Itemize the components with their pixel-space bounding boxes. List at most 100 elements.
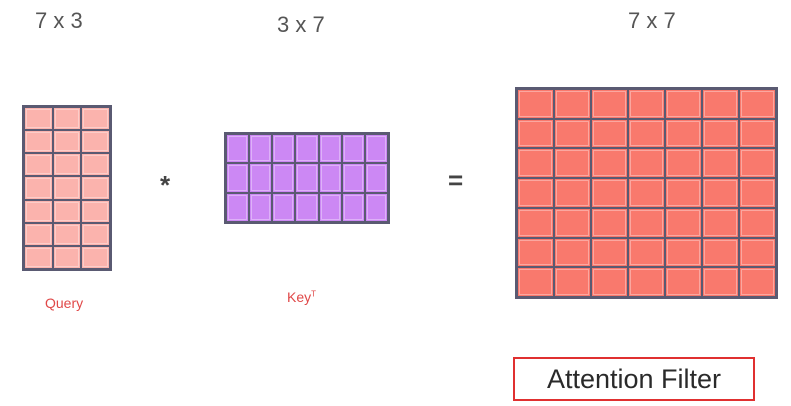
attention-cell — [628, 148, 665, 179]
key-cell — [249, 134, 273, 164]
query-cell — [52, 222, 82, 246]
attention-cell — [702, 237, 739, 268]
attention-cell — [665, 148, 702, 179]
key-cell — [341, 163, 365, 193]
attention-cell — [591, 237, 628, 268]
attention-filter-caption: Attention Filter — [513, 357, 755, 401]
query-cell — [52, 245, 82, 269]
key-cell — [226, 134, 250, 164]
attention-cell — [665, 207, 702, 238]
query-cell — [52, 199, 82, 223]
attention-cell — [517, 89, 554, 119]
key-cell — [341, 192, 365, 222]
key-cell — [295, 192, 319, 222]
attention-cell — [554, 237, 591, 268]
multiply-operator: * — [160, 170, 171, 200]
attention-cell — [702, 178, 739, 208]
key-transpose-label: KeyT — [287, 289, 316, 305]
query-cell — [52, 176, 82, 200]
attention-cell — [628, 267, 665, 297]
key-cell — [272, 134, 296, 164]
query-cell — [24, 199, 53, 223]
key-transpose-matrix — [224, 132, 390, 224]
query-cell — [81, 222, 110, 246]
attention-cell — [739, 148, 776, 179]
attention-cell — [739, 89, 776, 119]
attention-cell — [739, 207, 776, 238]
key-dimension-label: 3 x 7 — [277, 12, 325, 37]
query-cell — [81, 130, 110, 154]
key-cell — [272, 163, 296, 193]
attention-cell — [628, 207, 665, 238]
caption-text: Attention Filter — [546, 363, 722, 394]
query-cell — [81, 199, 110, 223]
attention-cell — [517, 178, 554, 208]
attention-cell — [702, 118, 739, 149]
attention-cell — [665, 267, 702, 297]
attention-cell — [517, 207, 554, 238]
attention-cell — [591, 118, 628, 149]
attention-cell — [665, 89, 702, 119]
key-cell — [226, 163, 250, 193]
query-matrix — [22, 105, 112, 271]
attention-cell — [739, 267, 776, 297]
attention-cell — [591, 207, 628, 238]
key-cell — [272, 192, 296, 222]
key-cell — [226, 192, 250, 222]
attention-cell — [665, 118, 702, 149]
attention-cell — [628, 178, 665, 208]
key-cell — [249, 192, 273, 222]
query-cell — [52, 107, 82, 131]
attention-cell — [591, 178, 628, 208]
attention-matrix — [515, 87, 778, 299]
attention-cell — [517, 237, 554, 268]
attention-cell — [665, 237, 702, 268]
attention-cell — [739, 237, 776, 268]
attention-cell — [554, 148, 591, 179]
attention-cell — [739, 178, 776, 208]
attention-cell — [517, 267, 554, 297]
query-cell — [24, 245, 53, 269]
query-cell — [24, 130, 53, 154]
attention-cell — [591, 148, 628, 179]
attention-cell — [628, 118, 665, 149]
attention-cell — [591, 267, 628, 297]
attention-cell — [517, 118, 554, 149]
query-dimension-label: 7 x 3 — [35, 8, 83, 33]
query-cell — [24, 153, 53, 177]
result-dimension-label: 7 x 7 — [628, 8, 676, 33]
attention-cell — [554, 118, 591, 149]
key-cell — [341, 134, 365, 164]
key-cell — [295, 163, 319, 193]
query-cell — [52, 130, 82, 154]
attention-cell — [702, 207, 739, 238]
attention-cell — [702, 267, 739, 297]
attention-cell — [702, 148, 739, 179]
query-cell — [52, 153, 82, 177]
query-cell — [81, 176, 110, 200]
key-cell — [249, 163, 273, 193]
attention-cell — [628, 89, 665, 119]
attention-cell — [702, 89, 739, 119]
key-cell — [364, 192, 388, 222]
key-cell — [318, 163, 342, 193]
query-cell — [81, 245, 110, 269]
query-label: Query — [45, 295, 84, 311]
attention-cell — [554, 207, 591, 238]
query-cell — [81, 153, 110, 177]
attention-cell — [628, 237, 665, 268]
key-cell — [318, 192, 342, 222]
attention-cell — [517, 148, 554, 179]
key-cell — [364, 134, 388, 164]
attention-cell — [554, 178, 591, 208]
attention-cell — [554, 267, 591, 297]
key-cell — [364, 163, 388, 193]
key-label-text: Key — [287, 289, 312, 305]
attention-cell — [665, 178, 702, 208]
equals-operator: = — [448, 165, 464, 195]
query-cell — [24, 107, 53, 131]
query-cell — [24, 176, 53, 200]
attention-cell — [591, 89, 628, 119]
attention-cell — [739, 118, 776, 149]
attention-cell — [554, 89, 591, 119]
